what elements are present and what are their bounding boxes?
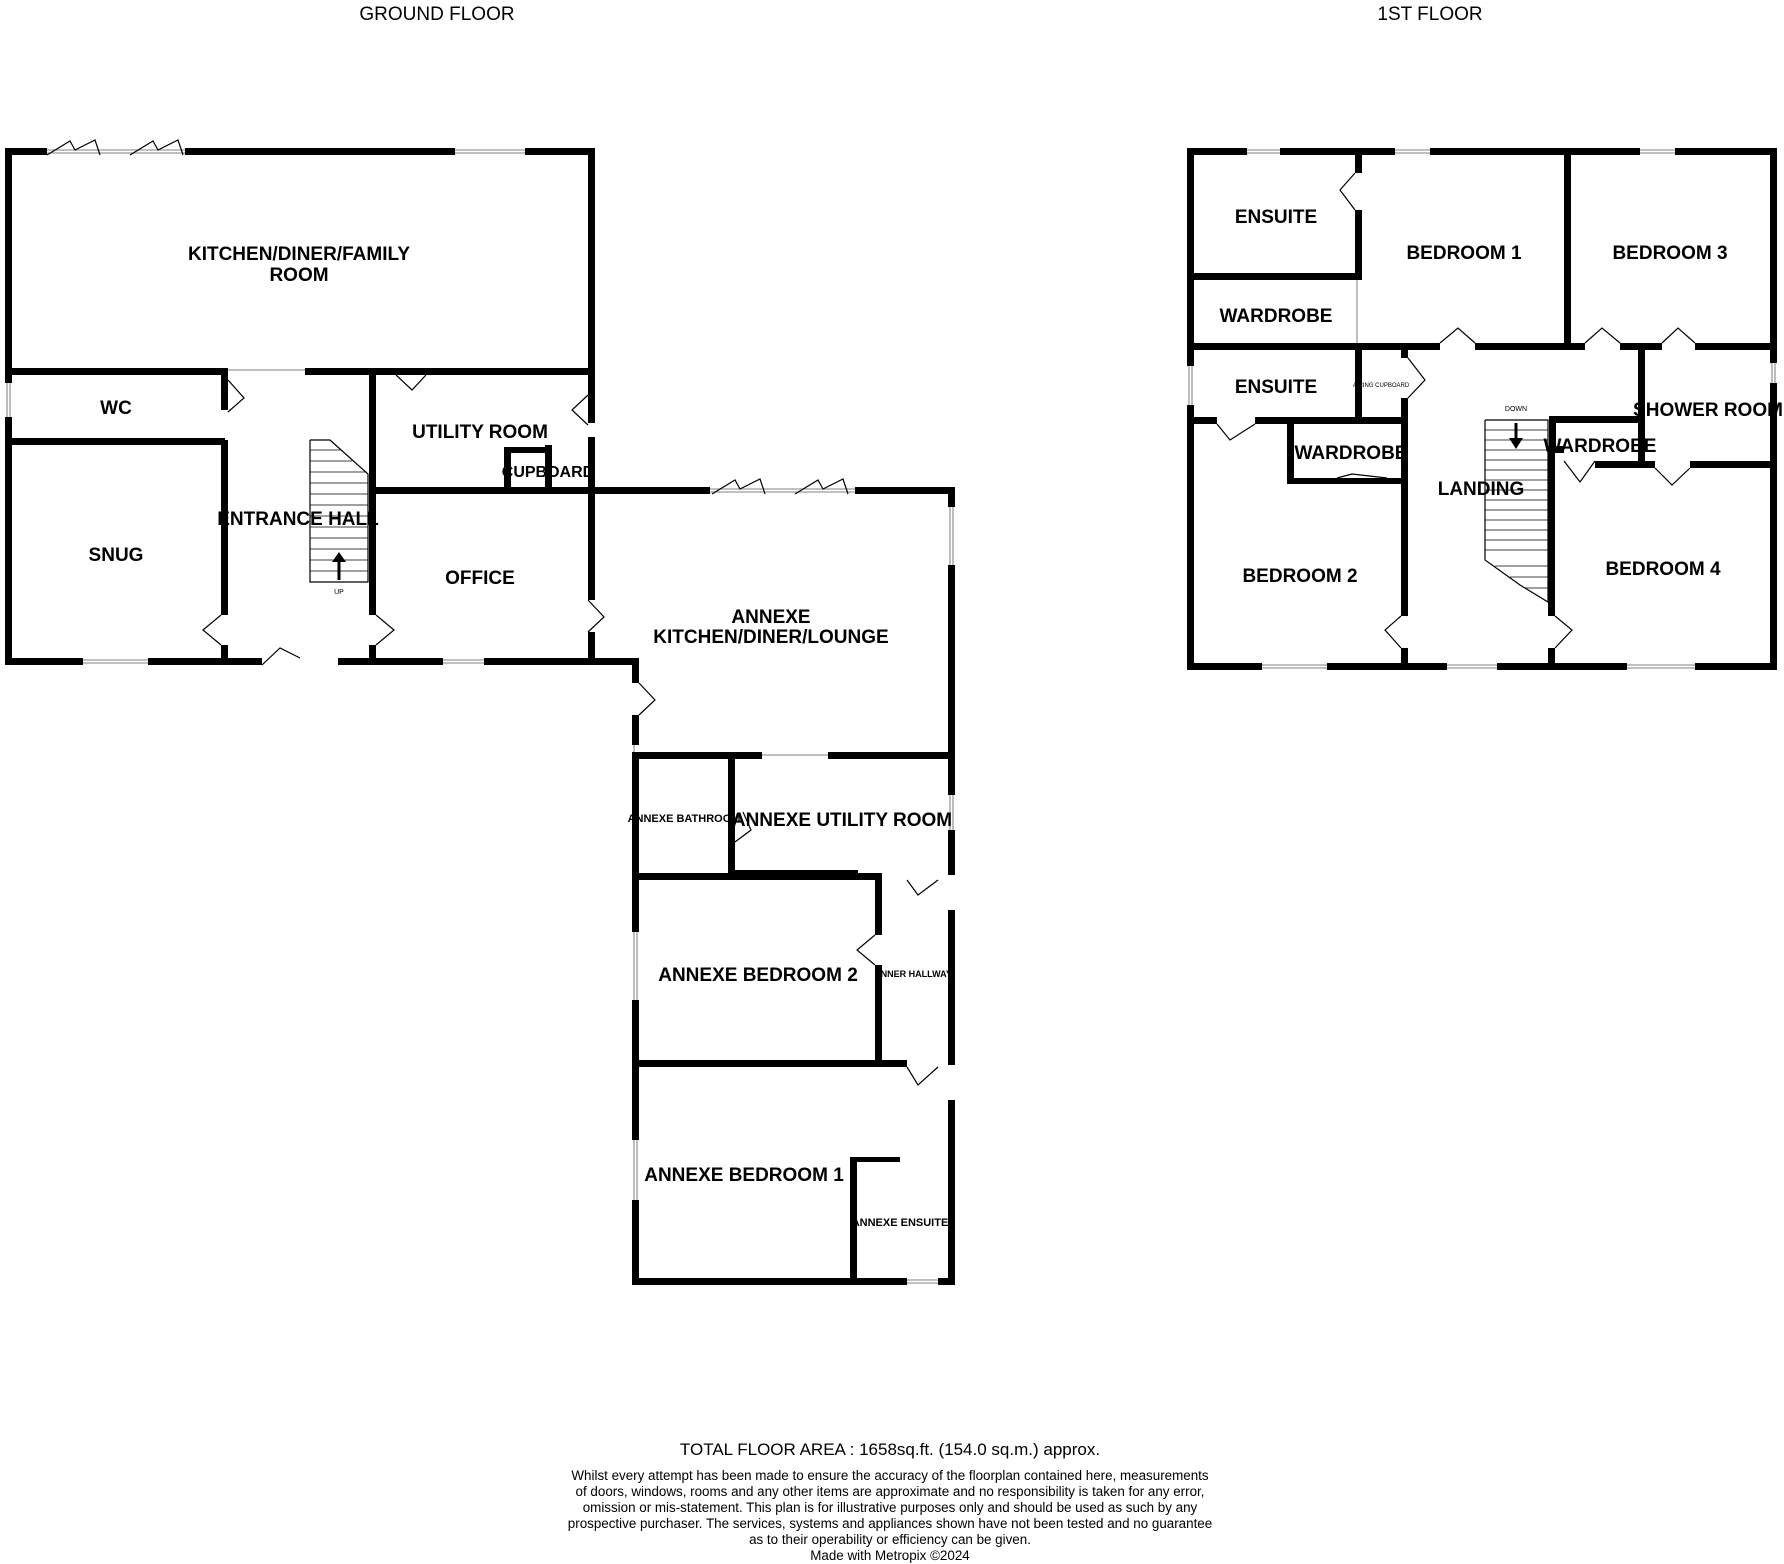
- room-label-annexe-bathroom: ANNEXE BATHROOM: [628, 813, 741, 825]
- stair-down-label: DOWN: [1505, 406, 1527, 413]
- total-floor-area: TOTAL FLOOR AREA : 1658sq.ft. (154.0 sq.…: [679, 1440, 1101, 1459]
- windows: [6, 149, 1776, 1284]
- room-label-inner-hallway: INNER HALLWAY: [878, 969, 952, 979]
- room-label-landing: LANDING: [1438, 479, 1525, 500]
- room-label-annexe-utility: ANNEXE UTILITY ROOM: [732, 810, 952, 831]
- room-label-ensuite-mid: ENSUITE: [1235, 377, 1317, 398]
- disclaimer-line: Whilst every attempt has been made to en…: [571, 1468, 1209, 1483]
- room-label-wardrobe-b4: WARDROBE: [1544, 436, 1657, 457]
- staircase-first: DOWN: [1484, 406, 1549, 604]
- room-label-annexe-bedroom1: ANNEXE BEDROOM 1: [644, 1165, 844, 1186]
- room-label-utility-room: UTILITY ROOM: [412, 422, 548, 443]
- staircase-ground: UP: [309, 439, 369, 596]
- room-label-wc: WC: [100, 398, 132, 419]
- room-label-kitchen-line2: ROOM: [269, 265, 328, 286]
- room-label-shower-room: SHOWER ROOM: [1633, 400, 1783, 421]
- room-label-kitchen-line1: KITCHEN/DINER/FAMILY: [188, 244, 410, 265]
- room-label-office: OFFICE: [445, 568, 515, 589]
- room-label-annexe-kitchen-line2: KITCHEN/DINER/LOUNGE: [653, 627, 888, 648]
- room-label-cupboard: CUPBOARD: [502, 464, 594, 481]
- disclaimer-line: prospective purchaser. The services, sys…: [567, 1516, 1213, 1531]
- room-label-ensuite-top: ENSUITE: [1235, 207, 1317, 228]
- room-label-annexe-kitchen-line1: ANNEXE: [731, 607, 810, 628]
- bifold-doors: [46, 139, 849, 495]
- room-label-bedroom3: BEDROOM 3: [1612, 243, 1727, 264]
- room-label-annexe-bedroom2: ANNEXE BEDROOM 2: [658, 965, 858, 986]
- disclaimer-line: as to their operability or efficiency ca…: [749, 1532, 1031, 1547]
- ground-floor-walls: [5, 148, 1777, 1285]
- room-label-annexe-ensuite: ANNEXE ENSUITE: [852, 1217, 949, 1229]
- room-label-bedroom2: BEDROOM 2: [1242, 566, 1357, 587]
- room-label-airing-cupboard: AIRING CUPBOARD: [1353, 383, 1410, 389]
- first-floor-title: 1ST FLOOR: [1377, 4, 1482, 25]
- disclaimer: Whilst every attempt has been made to en…: [540, 1468, 1240, 1564]
- stair-up-label: UP: [334, 589, 344, 596]
- room-label-wardrobe-top: WARDROBE: [1220, 306, 1333, 327]
- metropix-credit: Made with Metropix ©2024: [810, 1548, 970, 1563]
- room-label-bedroom4: BEDROOM 4: [1605, 559, 1721, 580]
- room-label-snug: SNUG: [89, 545, 144, 566]
- room-label-wardrobe-b2: WARDROBE: [1295, 443, 1408, 464]
- disclaimer-line: omission or mis-statement. This plan is …: [582, 1500, 1198, 1515]
- room-label-bedroom1: BEDROOM 1: [1406, 243, 1522, 264]
- ground-floor-title: GROUND FLOOR: [359, 4, 514, 25]
- door-swings: [202, 172, 1696, 1161]
- room-label-entrance-hall: ENTRANCE HALL: [217, 509, 379, 530]
- disclaimer-line: of doors, windows, rooms and any other i…: [575, 1484, 1205, 1499]
